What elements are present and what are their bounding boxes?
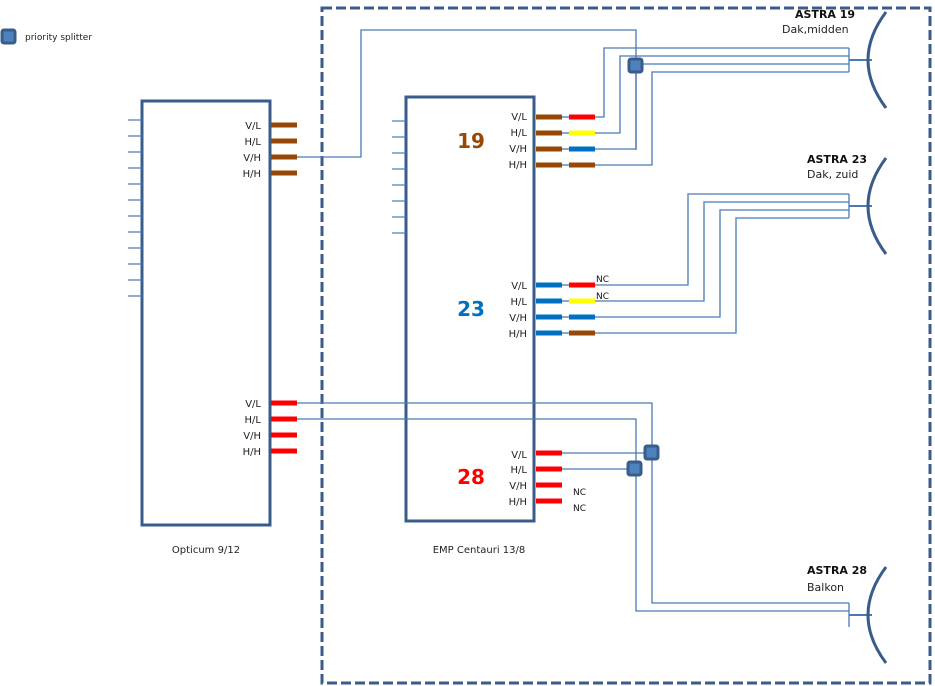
port-stub xyxy=(271,138,297,144)
opticum-lower-ports: V/L H/L V/H H/H xyxy=(243,399,262,458)
opticum-outputs xyxy=(128,119,142,297)
wire-19-vh xyxy=(595,63,849,150)
port-stub xyxy=(536,298,562,304)
port-label: V/L xyxy=(511,281,527,292)
port-stub xyxy=(536,498,562,504)
satellite-location: Dak, zuid xyxy=(807,168,858,181)
port-label: H/L xyxy=(245,137,262,148)
port-label: V/H xyxy=(509,144,527,155)
priority-splitter-icon xyxy=(643,444,660,461)
satellite-name: ASTRA 19 xyxy=(795,8,855,21)
emp-group-19-ports: V/L H/L V/H H/H xyxy=(509,112,528,171)
port-stub xyxy=(271,432,297,438)
nc-note: NC xyxy=(596,275,609,285)
port-stub-adapter xyxy=(569,162,595,168)
priority-splitter-legend-icon xyxy=(0,28,17,45)
port-label: V/H xyxy=(509,481,527,492)
port-stub-adapter xyxy=(569,146,595,152)
port-label: V/L xyxy=(511,450,527,461)
port-stub xyxy=(271,400,297,406)
port-stub xyxy=(536,162,562,168)
opticum-multiswitch-box xyxy=(140,99,272,527)
port-label: H/H xyxy=(509,497,527,508)
satellite-name: ASTRA 28 xyxy=(807,564,867,577)
wire-23-hh xyxy=(595,217,849,334)
priority-splitter-icon xyxy=(627,57,644,74)
port-stub xyxy=(536,450,562,456)
wire-19-hl xyxy=(595,55,849,134)
port-label: H/L xyxy=(511,297,528,308)
port-stub xyxy=(536,146,562,152)
port-label: V/L xyxy=(245,399,261,410)
emp-outputs xyxy=(392,120,406,234)
wire-19-vl xyxy=(595,47,849,118)
port-label: H/H xyxy=(509,160,527,171)
group-number-23: 23 xyxy=(457,297,485,321)
emp-group-23-ports: V/L H/L V/H H/H xyxy=(509,281,528,340)
wire-19-hh xyxy=(595,71,849,166)
port-stub-adapter xyxy=(569,114,595,120)
satellite-location: Balkon xyxy=(807,581,844,594)
nc-note: NC xyxy=(573,488,586,498)
emp-caption: EMP Centauri 13/8 xyxy=(433,545,526,556)
port-stub-adapter xyxy=(569,298,595,304)
port-label: V/H xyxy=(509,313,527,324)
group-number-19: 19 xyxy=(457,129,485,153)
wire-23-hl xyxy=(595,201,849,302)
outdoor-boundary-frame xyxy=(320,6,932,685)
port-stub xyxy=(536,114,562,120)
port-stub xyxy=(536,314,562,320)
opticum-upper-ports: V/L H/L V/H H/H xyxy=(243,121,262,180)
wire-23-vh xyxy=(595,209,849,318)
port-stub xyxy=(536,282,562,288)
lnb-feeds xyxy=(849,59,872,616)
port-label: H/H xyxy=(243,169,261,180)
group-number-28: 28 xyxy=(457,465,485,489)
satellite-dish-astra28-icon xyxy=(866,566,888,664)
emp-group-28-ports: V/L H/L V/H H/H xyxy=(509,450,528,508)
legend-label: priority splitter xyxy=(25,33,92,43)
satellite-location: Dak,midden xyxy=(782,23,849,36)
satellite-name: ASTRA 23 xyxy=(807,153,867,166)
port-stub-adapter xyxy=(569,314,595,320)
port-stub xyxy=(271,448,297,454)
priority-splitter-icon xyxy=(626,460,643,477)
port-stub xyxy=(536,482,562,488)
port-label: V/H xyxy=(243,431,261,442)
port-label: H/L xyxy=(511,465,528,476)
coax-wires xyxy=(270,29,850,627)
port-stub xyxy=(271,416,297,422)
wire-23-vl xyxy=(595,193,849,286)
port-label: V/L xyxy=(511,112,527,123)
port-stub xyxy=(536,330,562,336)
satellite-dish-astra19-icon xyxy=(866,11,888,109)
legend: priority splitter xyxy=(0,28,92,45)
port-stub xyxy=(536,466,562,472)
port-label: H/H xyxy=(509,329,527,340)
nc-note: NC xyxy=(573,504,586,514)
port-stubs xyxy=(271,114,595,504)
wire-opticum-vl-28 xyxy=(297,402,849,604)
port-label: V/H xyxy=(243,153,261,164)
port-label: H/L xyxy=(245,415,262,426)
opticum-caption: Opticum 9/12 xyxy=(172,545,240,556)
port-stub-adapter xyxy=(569,330,595,336)
port-stub xyxy=(271,154,297,160)
nc-note: NC xyxy=(596,292,609,302)
port-label: H/H xyxy=(243,447,261,458)
port-stub-adapter xyxy=(569,130,595,136)
port-label: H/L xyxy=(511,128,528,139)
port-stub xyxy=(536,130,562,136)
port-stub-adapter xyxy=(569,282,595,288)
port-stub xyxy=(271,170,297,176)
emp-multiswitch-box xyxy=(404,95,536,523)
wire-opticum-hl-28 xyxy=(297,418,849,612)
satellite-dish-astra23-icon xyxy=(866,157,888,255)
port-label: V/L xyxy=(245,121,261,132)
port-stub xyxy=(271,122,297,128)
